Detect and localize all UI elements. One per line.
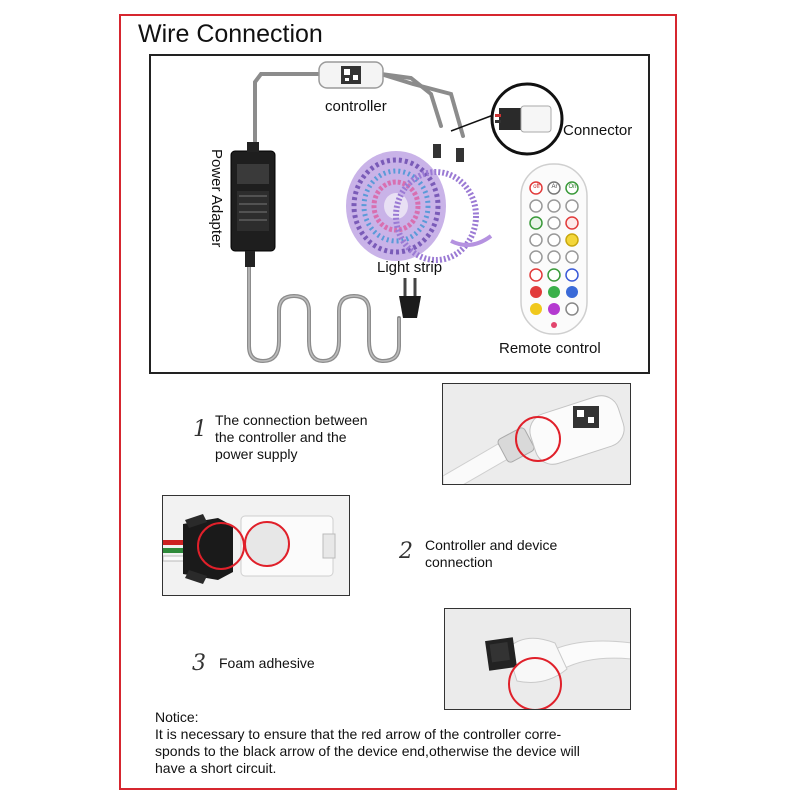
controller-label: controller — [325, 98, 387, 115]
step-1-text: The connection between the controller an… — [215, 412, 368, 463]
wiring-diagram: controller Connector Power Adapter Light… — [149, 54, 650, 374]
step-2-photo — [162, 495, 350, 596]
step-2-number: 2 — [399, 539, 413, 564]
power-adapter-device — [230, 142, 276, 267]
step-3-text: Foam adhesive — [219, 655, 315, 672]
remote-ar-button-label: Ar — [551, 184, 558, 190]
power-adapter-label: Power Adapter — [208, 149, 225, 248]
step-2-line: Controller and device — [425, 537, 558, 553]
wall-plug — [399, 278, 421, 318]
connector-label: Connector — [563, 122, 633, 139]
page-frame — [119, 14, 677, 790]
controller-device-connector-image — [163, 496, 349, 595]
step-3-number: 3 — [192, 651, 206, 676]
wiring-illustration — [230, 61, 588, 364]
notice-line: It is necessary to ensure that the red a… — [155, 726, 562, 742]
notice-block: Notice: It is necessary to ensure that t… — [155, 709, 655, 777]
notice-heading: Notice: — [155, 709, 199, 725]
step-3-line: Foam adhesive — [219, 655, 315, 671]
step-1-line: the controller and the — [215, 429, 347, 445]
step-2-line: connection — [425, 554, 493, 570]
connector-callout — [450, 82, 564, 156]
notice-line: have a short circuit. — [155, 760, 277, 776]
light-strip-coil — [346, 144, 493, 263]
page-title: Wire Connection — [138, 20, 323, 48]
controller-device — [318, 61, 384, 89]
step-3-photo — [444, 608, 631, 710]
remote-on-button-label: On — [568, 184, 577, 190]
controller-power-jack-image — [443, 384, 630, 484]
remote-control-label: Remote control — [499, 340, 601, 357]
step-1-line: power supply — [215, 446, 298, 462]
notice-line: sponds to the black arrow of the device … — [155, 743, 580, 759]
step-1-photo — [442, 383, 631, 485]
remote-control-device — [520, 163, 588, 335]
step-1-line: The connection between — [215, 412, 368, 428]
foam-adhesive-connector-image — [445, 609, 630, 709]
step-2-text: Controller and device connection — [425, 537, 557, 571]
remote-off-button-label: off — [533, 184, 540, 190]
light-strip-label: Light strip — [377, 259, 443, 276]
step-1-number: 1 — [193, 417, 207, 442]
